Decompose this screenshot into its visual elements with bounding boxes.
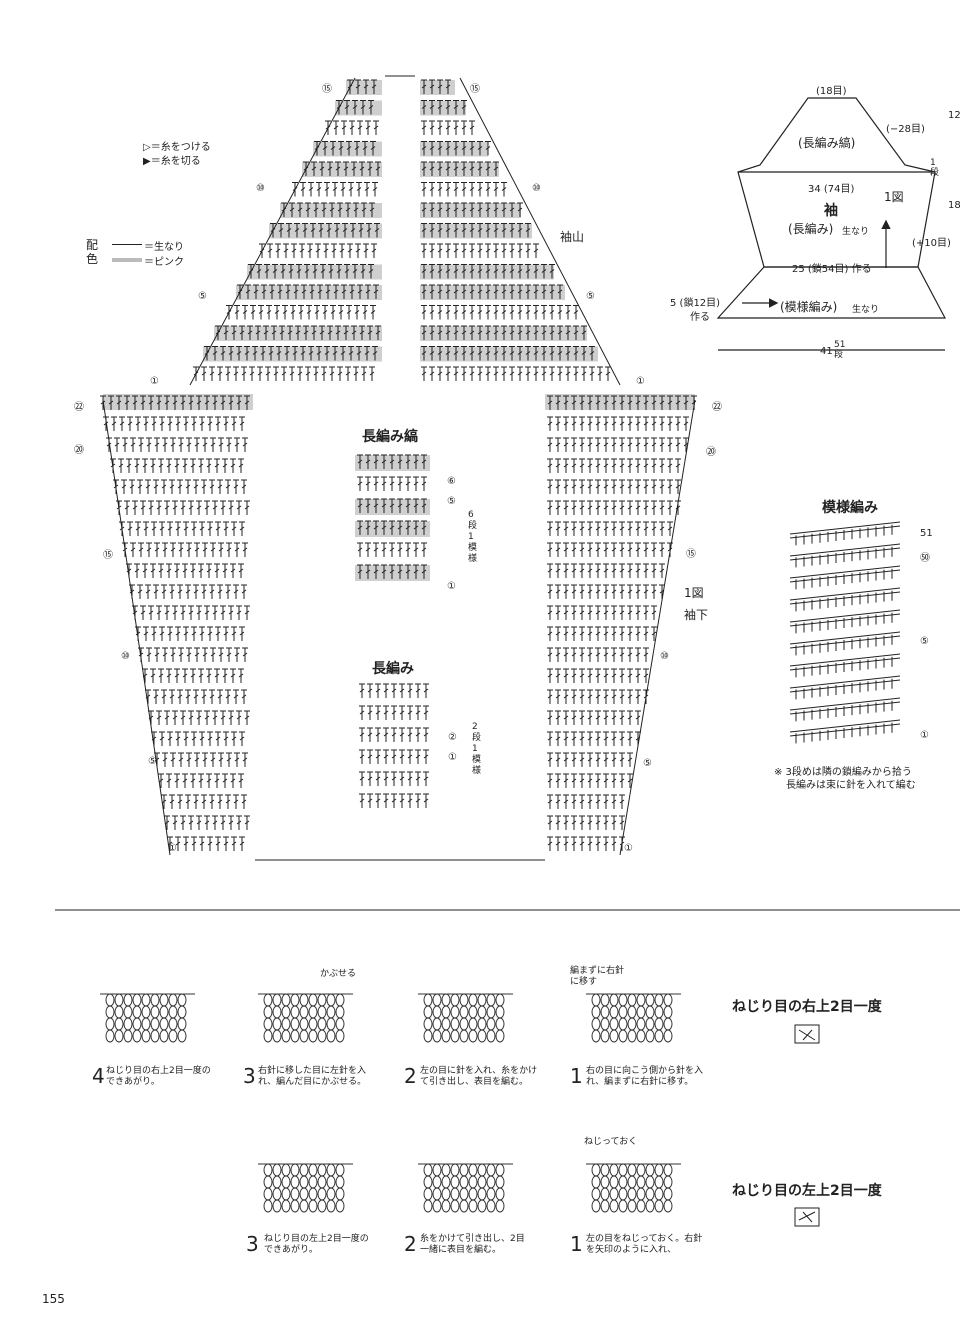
- legend-pink: ＝ピンク: [144, 257, 184, 268]
- step-number: 2: [404, 1064, 417, 1088]
- row-marker: ㉒: [74, 402, 84, 413]
- schematic-natural: 生なり: [842, 227, 870, 237]
- step-text: ねじり目の右上2目一度のできあがり。: [106, 1066, 211, 1087]
- legend-color-label: 配色: [86, 238, 99, 266]
- row-marker: ⑤: [920, 636, 929, 647]
- schematic-dec: (−28目): [886, 124, 925, 135]
- row-marker: ㉒: [712, 402, 722, 413]
- step-text: 右の目に向こう側から針を入れ、編まずに右針に移す。: [586, 1066, 704, 1087]
- row-marker: ①: [920, 730, 929, 741]
- row-marker: ⑳: [706, 447, 716, 458]
- sleeve-schematic: [716, 97, 946, 351]
- row-marker: ⑮: [470, 84, 480, 95]
- left-dec-symbol-icon: [794, 1207, 820, 1227]
- schematic-top-count: (18目): [816, 86, 847, 97]
- row-marker: ⑤: [586, 291, 595, 302]
- row-marker: ①: [624, 843, 633, 854]
- right-dec-symbol-icon: [794, 1024, 820, 1044]
- row-marker: ⑩: [121, 651, 130, 662]
- underarm-label: 袖下: [684, 608, 709, 622]
- schematic-total-rows: 51段: [834, 340, 846, 360]
- row-marker: ①: [447, 581, 456, 592]
- row-marker: ⑩: [660, 651, 669, 662]
- sleeve-cap-outline: [102, 75, 696, 861]
- schematic-total: 41: [820, 346, 833, 357]
- step-text: ねじり目の左上2目一度のできあがり。: [264, 1234, 369, 1255]
- pattern-stitch-title: 模様編み: [822, 500, 878, 516]
- row-marker: ⑤: [643, 758, 652, 769]
- row-marker: ②: [448, 732, 457, 743]
- step-number: 3: [243, 1064, 256, 1088]
- legend-attach: ▷＝糸をつける: [143, 142, 211, 153]
- step-text: 左の目をねじっておく。右針を矢印のように入れ、: [586, 1234, 703, 1255]
- row-marker: ⑩: [532, 183, 541, 194]
- schematic-right-12: 12: [948, 110, 960, 121]
- stripe-pattern-title: 長編み縞: [362, 429, 418, 445]
- schematic-sleeve: 袖: [824, 203, 838, 219]
- pattern-note-1: ※ 3段めは隣の鎖編みから拾う: [774, 767, 912, 778]
- row-marker: ⑤: [148, 756, 157, 767]
- pattern-note-2: 長編みは束に針を入れて編む: [786, 780, 916, 791]
- row-marker: ⑮: [322, 84, 332, 95]
- schematic-stripe: (長編み縞): [798, 136, 856, 150]
- right-dec-title: ねじり目の右上2目一度: [732, 999, 882, 1015]
- schematic-dc: (長編み): [788, 222, 834, 236]
- legend-cut: ▶＝糸を切る: [143, 156, 201, 167]
- legend-natural: ＝生なり: [144, 242, 184, 253]
- row-marker: ①: [448, 752, 457, 763]
- row-marker: ①: [636, 376, 645, 387]
- left-dec-title: ねじり目の左上2目一度: [732, 1183, 882, 1199]
- row-marker: ⑩: [256, 183, 265, 194]
- step-number: 2: [404, 1232, 417, 1256]
- step-label: かぶせる: [320, 969, 357, 979]
- row-marker: ⑮: [103, 550, 113, 561]
- row-marker: ㊿: [920, 553, 930, 564]
- page-number: 155: [42, 1292, 65, 1306]
- step-number: 1: [570, 1064, 583, 1088]
- row-marker: ⑥: [447, 476, 456, 487]
- step-text: 左の目に針を入れ、糸をかけて引き出し、表目を編む。: [420, 1066, 538, 1087]
- step-label: 編まずに右針に移す: [570, 966, 625, 987]
- row-marker: ⑤: [198, 291, 207, 302]
- dc-repeat: 2段1模様: [472, 722, 482, 776]
- step-number: 4: [92, 1064, 105, 1088]
- schematic-right-18: 18: [948, 200, 960, 211]
- stripe-repeat: 6段1模様: [468, 510, 478, 564]
- schematic-cuff-color: 生なり: [852, 305, 880, 315]
- schematic-cuff-left2: 作る: [690, 312, 710, 323]
- schematic-cuff: (模様編み): [780, 300, 838, 314]
- schematic-fig: 1図: [884, 190, 904, 204]
- sleeve-cap-label: 袖山: [560, 230, 585, 244]
- schematic-side-top: 1段: [930, 158, 940, 178]
- schematic-width-34: 34 (74目): [808, 184, 855, 195]
- row-marker: ⑤: [447, 496, 456, 507]
- row-marker: ①: [168, 843, 177, 854]
- schematic-width-25: 25 (鎖54目) 作る: [792, 264, 872, 275]
- chart-fig-label: 1図: [684, 586, 704, 600]
- step-label: ねじっておく: [584, 1137, 638, 1147]
- row-marker: ⑮: [686, 549, 696, 560]
- dc-pattern-title: 長編み: [372, 661, 414, 677]
- step-number: 1: [570, 1232, 583, 1256]
- step-text: 右針に移した目に左針を入れ、編んだ目にかぶせる。: [258, 1066, 367, 1087]
- schematic-cuff-left: 5 (鎖12目): [670, 298, 721, 309]
- row-marker: 51: [920, 528, 933, 539]
- step-text: 糸をかけて引き出し、2目一緒に表目を編む。: [420, 1234, 525, 1255]
- row-marker: ⑳: [74, 445, 84, 456]
- row-marker: ①: [150, 376, 159, 387]
- schematic-inc: (+10目): [912, 238, 951, 249]
- step-number: 3: [246, 1232, 259, 1256]
